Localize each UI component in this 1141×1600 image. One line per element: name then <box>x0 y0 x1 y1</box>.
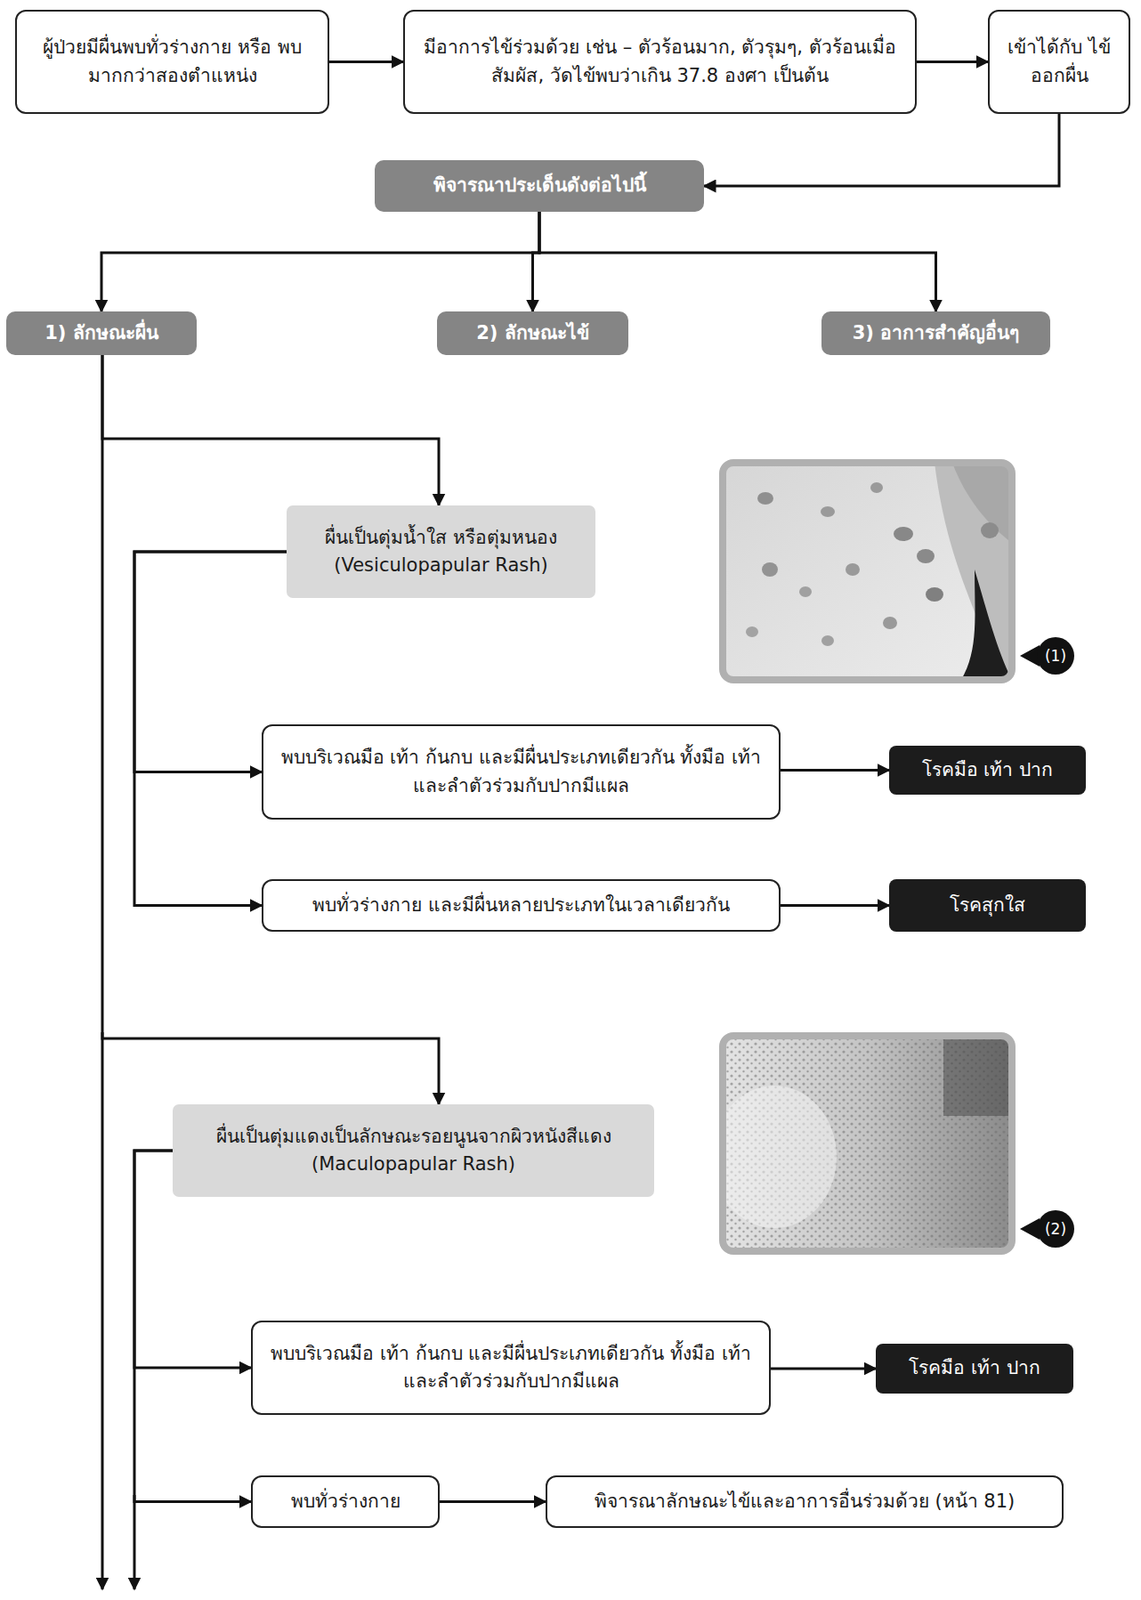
result-box: เข้าได้กับ ไข้ออกผื่น <box>987 9 1131 114</box>
node-text: พิจารณาประเด็นดังต่อไปนี้ <box>433 171 647 201</box>
rash-photo <box>722 462 1012 680</box>
disease-box: โรคมือ เท้า ปาก <box>889 745 1086 795</box>
process-box: มีอาการไข้ร่วมด้วย เช่น – ตัวร้อนมาก, ตั… <box>403 9 917 114</box>
node-text: 3) อาการสำคัญอื่นๆ <box>852 319 1020 348</box>
flow-connector <box>539 211 937 312</box>
node-text: พบทั่วร่างกาย และมีผื่นหลายประเภทในเวลาเ… <box>312 891 730 921</box>
node-text: พบทั่วร่างกาย <box>291 1488 401 1517</box>
flow-connector <box>134 1150 251 1503</box>
flow-connector <box>439 1500 546 1504</box>
heading-box: พิจารณาประเด็นดังต่อไปนี้ <box>374 160 705 212</box>
node-text: โรคมือ เท้า ปาก <box>922 756 1053 785</box>
flow-connector <box>770 1367 876 1371</box>
flow-connector <box>101 211 540 312</box>
flow-connector <box>102 355 439 506</box>
flow-line <box>101 1032 105 1590</box>
node-text: โรคสุกใส <box>949 891 1026 921</box>
heading-box: 3) อาการสำคัญอื่นๆ <box>821 311 1051 356</box>
category-box: ผื่นเป็นตุ่มน้ำใส หรือตุ่มหนอง (Vesiculo… <box>286 505 596 599</box>
disease-box: โรคมือ เท้า ปาก <box>875 1343 1074 1394</box>
node-text: ผื่นเป็นตุ่มแดงเป็นลักษณะรอยนูนจากผิวหนั… <box>185 1123 642 1180</box>
rash-photo <box>712 1035 1012 1252</box>
flow-connector <box>780 768 890 772</box>
node-text: พิจารณาลักษณะไข้และอาการอื่นร่วมด้วย (หน… <box>594 1488 1015 1517</box>
node-text: 2) ลักษณะไข้ <box>476 319 590 348</box>
node-text: มีอาการไข้ร่วมด้วย เช่น – ตัวร้อนมาก, ตั… <box>417 33 903 90</box>
process-box: พบบริเวณมือ เท้า ก้นกบ และมีผื่นประเภทเด… <box>261 724 781 820</box>
process-box: ผู้ป่วยมีผื่นพบทั่วร่างกาย หรือ พบมากกว่… <box>15 9 330 114</box>
process-box: พบทั่วร่างกาย และมีผื่นหลายประเภทในเวลาเ… <box>261 879 781 932</box>
disease-box: โรคสุกใส <box>889 879 1086 932</box>
heading-box: 1) ลักษณะผื่น <box>6 311 197 356</box>
callout-number: (1) <box>1036 637 1075 675</box>
process-box: พบบริเวณมือ เท้า ก้นกบ และมีผื่นประเภทเด… <box>250 1320 771 1416</box>
flow-connector <box>916 60 988 64</box>
flow-connector <box>704 113 1060 187</box>
process-box: พิจารณาลักษณะไข้และอาการอื่นร่วมด้วย (หน… <box>545 1475 1064 1529</box>
node-text: ผู้ป่วยมีผื่นพบทั่วร่างกาย หรือ พบมากกว่… <box>29 33 316 90</box>
callout-number: (2) <box>1036 1210 1075 1248</box>
node-text: 1) ลักษณะผื่น <box>44 319 159 348</box>
category-box: ผื่นเป็นตุ่มแดงเป็นลักษณะรอยนูนจากผิวหนั… <box>172 1104 655 1198</box>
heading-box: 2) ลักษณะไข้ <box>436 311 629 356</box>
flow-connector <box>780 904 890 907</box>
process-box: พบทั่วร่างกาย <box>250 1475 440 1529</box>
node-text: ผื่นเป็นตุ่มน้ำใส หรือตุ่มหนอง (Vesiculo… <box>299 524 583 581</box>
node-text: พบบริเวณมือ เท้า ก้นกบ และมีผื่นประเภทเด… <box>275 744 767 801</box>
node-text: พบบริเวณมือ เท้า ก้นกบ และมีผื่นประเภทเด… <box>265 1340 757 1397</box>
node-text: โรคมือ เท้า ปาก <box>908 1354 1040 1384</box>
node-text: เข้าได้กับ ไข้ออกผื่น <box>995 33 1124 90</box>
flow-connector <box>329 60 404 64</box>
flow-line <box>133 1495 137 1590</box>
